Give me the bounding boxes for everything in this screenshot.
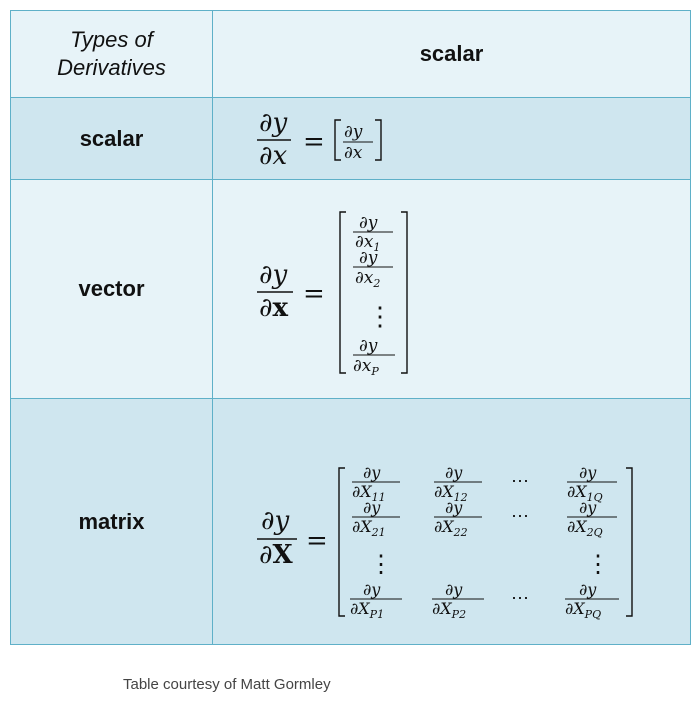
entry-11-denominator: ∂X11	[352, 482, 386, 504]
derivatives-table: Types of Derivatives scalar scalar ∂y ∂x…	[10, 10, 691, 645]
entry-1q-denominator: ∂X1Q	[567, 482, 603, 504]
table-caption: Table courtesy of Matt Gormley	[123, 676, 331, 693]
right-bracket	[626, 467, 633, 617]
formula-matrix: ∂y ∂X = ∂y ∂X11 ∂y ∂X12 ⋯ ∂y	[257, 463, 633, 621]
lhs-numerator: ∂y	[259, 260, 287, 290]
formula-cell-scalar: ∂y ∂x = ∂y ∂x	[212, 97, 691, 180]
entry-22-numerator: ∂y	[445, 498, 463, 517]
column-header-scalar: scalar	[212, 10, 691, 98]
entry-21-denominator: ∂X21	[352, 517, 386, 539]
entry-21-numerator: ∂y	[363, 498, 381, 517]
entry-1-denominator: ∂x1	[355, 232, 380, 254]
col-1-vdots: ⋮	[369, 550, 393, 578]
formula-cell-matrix: ∂y ∂X = ∂y ∂X11 ∂y ∂X12 ⋯ ∂y	[212, 398, 691, 645]
col-q-vdots: ⋮	[586, 550, 610, 578]
entry-1-numerator: ∂y	[359, 213, 378, 233]
formula-cell-vector: ∂y ∂x = ∂y ∂x1 ∂y ∂x2 ⋮	[212, 179, 691, 399]
entry-2-denominator: ∂x2	[355, 268, 380, 290]
entry-2q-numerator: ∂y	[579, 498, 597, 517]
header-row: Types of Derivatives scalar	[10, 10, 691, 98]
derivatives-table-container: Types of Derivatives scalar scalar ∂y ∂x…	[10, 10, 691, 645]
lhs-denominator: ∂x	[259, 141, 287, 171]
row-p-cdots: ⋯	[511, 588, 529, 609]
entry-p-denominator: ∂xP	[353, 356, 379, 378]
row-matrix: matrix ∂y ∂X = ∂y ∂X11 ∂y ∂X12 ⋯	[10, 398, 691, 645]
corner-line-2: Derivatives	[57, 55, 166, 80]
entry-p2-numerator: ∂y	[445, 580, 463, 599]
left-bracket	[334, 119, 341, 161]
vertical-dots: ⋮	[367, 302, 393, 332]
left-bracket	[339, 211, 346, 374]
entry-numerator: ∂y	[344, 122, 363, 142]
equals-sign: =	[303, 279, 325, 309]
lhs-denominator: ∂X	[259, 540, 293, 570]
entry-1q-numerator: ∂y	[579, 463, 597, 482]
lhs-numerator: ∂y	[259, 108, 287, 138]
lhs-numerator: ∂y	[261, 506, 289, 536]
entry-12-numerator: ∂y	[445, 463, 463, 482]
equals-sign: =	[306, 526, 328, 556]
entry-p1-numerator: ∂y	[363, 580, 381, 599]
lhs-denominator: ∂x	[259, 293, 288, 323]
entry-pq-denominator: ∂XPQ	[565, 599, 601, 621]
entry-11-numerator: ∂y	[363, 463, 381, 482]
entry-p2-denominator: ∂XP2	[432, 599, 466, 621]
row-2-cdots: ⋯	[511, 506, 529, 527]
right-bracket	[375, 119, 382, 161]
entry-22-denominator: ∂X22	[434, 517, 468, 539]
left-bracket	[338, 467, 345, 617]
row-label-vector: vector	[10, 179, 213, 399]
row-vector: vector ∂y ∂x = ∂y ∂x1 ∂y ∂x2	[10, 179, 691, 399]
entry-12-denominator: ∂X12	[434, 482, 468, 504]
entry-pq-numerator: ∂y	[579, 580, 597, 599]
entry-2-numerator: ∂y	[359, 248, 378, 268]
entry-p1-denominator: ∂XP1	[350, 599, 384, 621]
formula-vector: ∂y ∂x = ∂y ∂x1 ∂y ∂x2 ⋮	[257, 211, 408, 378]
entry-2q-denominator: ∂X2Q	[567, 517, 603, 539]
formula-scalar: ∂y ∂x = ∂y ∂x	[257, 108, 382, 171]
right-bracket	[401, 211, 408, 374]
corner-line-1: Types of	[70, 27, 153, 52]
corner-cell: Types of Derivatives	[10, 10, 213, 98]
row-scalar: scalar ∂y ∂x = ∂y ∂x	[10, 97, 691, 180]
row-1-cdots: ⋯	[511, 471, 529, 492]
entry-p-numerator: ∂y	[359, 336, 378, 356]
entry-denominator: ∂x	[344, 143, 363, 163]
row-label-matrix: matrix	[10, 398, 213, 645]
row-label-scalar: scalar	[10, 97, 213, 180]
equals-sign: =	[303, 127, 325, 157]
